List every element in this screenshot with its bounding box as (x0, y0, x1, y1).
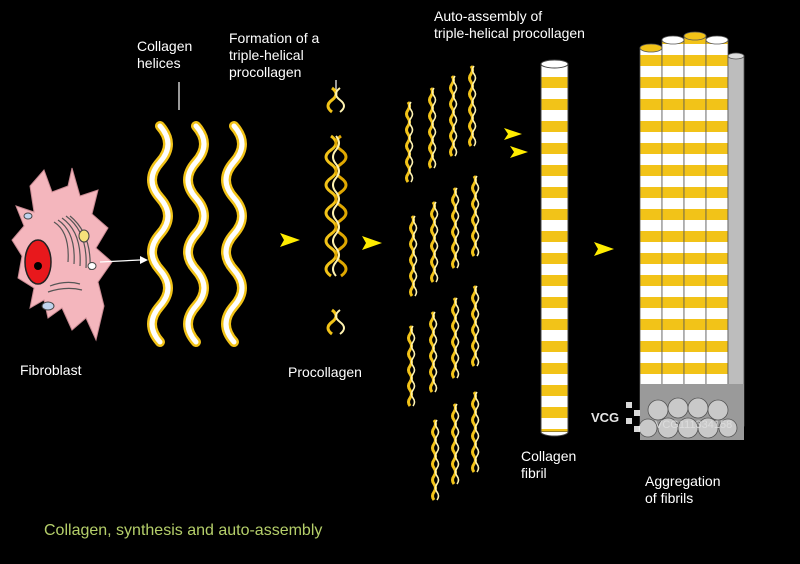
label-line: Collagen (521, 448, 577, 464)
watermark-logo (626, 402, 640, 432)
label-fibroblast: Fibroblast (20, 362, 82, 378)
label-line: triple-helical (229, 47, 304, 63)
label-procollagen: Procollagen (288, 364, 362, 380)
label-aggregation: Aggregation of fibrils (645, 473, 721, 507)
collagen-helices (147, 121, 247, 347)
procollagen-triple-helix (324, 86, 348, 336)
vesicle (78, 229, 90, 243)
label-line: Collagen (137, 38, 193, 54)
process-arrow-icon (594, 242, 614, 256)
secretion-arrow-head (140, 256, 148, 264)
collagen-helix (221, 121, 247, 347)
nucleolus (34, 262, 42, 270)
label-line: procollagen (229, 64, 302, 80)
collagen-helix (147, 121, 173, 347)
process-arrow-icon (362, 236, 382, 250)
label-line: Formation of a (229, 30, 320, 46)
figure-caption: Collagen, synthesis and auto-assembly (44, 522, 323, 539)
fibril-aggregate (638, 31, 745, 440)
assembly-arrow-icon (510, 146, 528, 158)
aggregate-fibril (639, 47, 663, 427)
vacuole (41, 301, 55, 311)
label-collagen-fibril: Collagen fibril (521, 448, 576, 482)
fibroblast-cell (11, 167, 113, 342)
collagen-fibril (540, 59, 569, 437)
vacuole (23, 212, 33, 220)
aggregate-fibril (661, 39, 685, 427)
label-line: of fibrils (645, 490, 694, 506)
label-auto-assembly: Auto-assembly of triple-helical procolla… (434, 8, 585, 42)
collagen-helix (183, 121, 209, 347)
watermark-brand: VCG (591, 410, 620, 425)
label-line: Auto-assembly of (434, 8, 543, 24)
process-arrow-icon (280, 233, 300, 247)
vesicle (87, 262, 97, 270)
watermark-id: VCG111334158 (655, 419, 733, 431)
cell-membrane (11, 167, 113, 342)
secretion-arrow (99, 259, 141, 263)
aggregate-fibril (705, 39, 729, 427)
aggregate-fibril (727, 55, 745, 427)
fibril-cross-sections (638, 397, 738, 439)
label-formation: Formation of a triple-helical procollage… (229, 30, 319, 81)
label-collagen-helices: Collagen helices (137, 38, 192, 72)
label-line: fibril (521, 465, 547, 481)
label-line: triple-helical procollagen (434, 25, 585, 41)
aggregate-fibril (683, 35, 707, 427)
assembly-arrow-icon (504, 128, 522, 140)
label-line: Aggregation (645, 473, 721, 489)
label-line: helices (137, 55, 181, 71)
staggered-procollagen-array (405, 64, 480, 502)
